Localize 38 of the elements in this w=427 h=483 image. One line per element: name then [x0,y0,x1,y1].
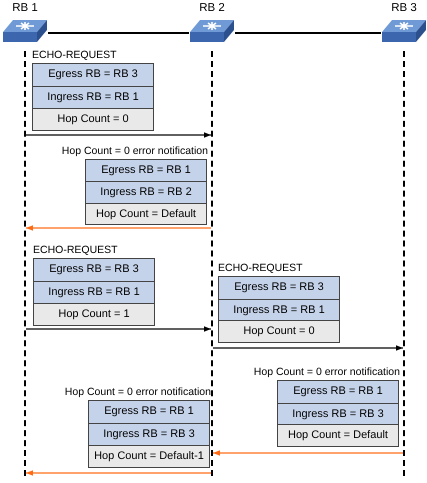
message-arrow [26,225,211,231]
hop-count-field: Hop Count = Default [278,424,398,446]
header-field: Egress RB = RB 3 [33,64,153,86]
packet-heading: Hop Count = 0 error notification [64,386,211,398]
message-arrow [26,132,211,138]
header-field: Egress RB = RB 1 [86,160,206,182]
header-field: Ingress RB = RB 1 [34,281,154,303]
lifeline [24,51,26,476]
message-arrow [213,345,403,351]
header-field: Egress RB = RB 1 [89,401,209,423]
message-arrow [26,326,211,332]
lifeline [211,51,213,476]
node-label: RB 1 [12,2,38,14]
header-field: Ingress RB = RB 1 [219,298,339,320]
packet-heading: Hop Count = 0 error notification [62,145,208,157]
header-field: Egress RB = RB 1 [278,381,398,403]
message-arrow [26,470,211,476]
packet-heading: ECHO-REQUEST [218,262,303,274]
packet-heading: Hop Count = 0 error notification [254,366,400,378]
header-field: Ingress RB = RB 1 [33,86,153,108]
node-label: RB 2 [199,2,225,14]
hop-count-field: Hop Count = 0 [33,108,153,130]
header-field: Ingress RB = RB 3 [89,423,209,445]
header-field: Egress RB = RB 3 [219,277,339,299]
packet-heading: ECHO-REQUEST [33,244,118,256]
header-field: Egress RB = RB 3 [34,259,154,281]
message-arrow [213,450,403,456]
header-field: Ingress RB = RB 2 [86,181,206,203]
hop-count-field: Hop Count = Default [86,202,206,224]
lifeline [403,51,405,476]
hop-count-field: Hop Count = 1 [34,303,154,325]
link-line [235,32,381,34]
hop-count-field: Hop Count = Default-1 [89,445,209,467]
hop-count-field: Hop Count = 0 [219,320,339,342]
node-label: RB 3 [391,2,417,14]
link-line [48,32,189,34]
packet-heading: ECHO-REQUEST [32,49,117,61]
header-field: Ingress RB = RB 3 [278,402,398,424]
